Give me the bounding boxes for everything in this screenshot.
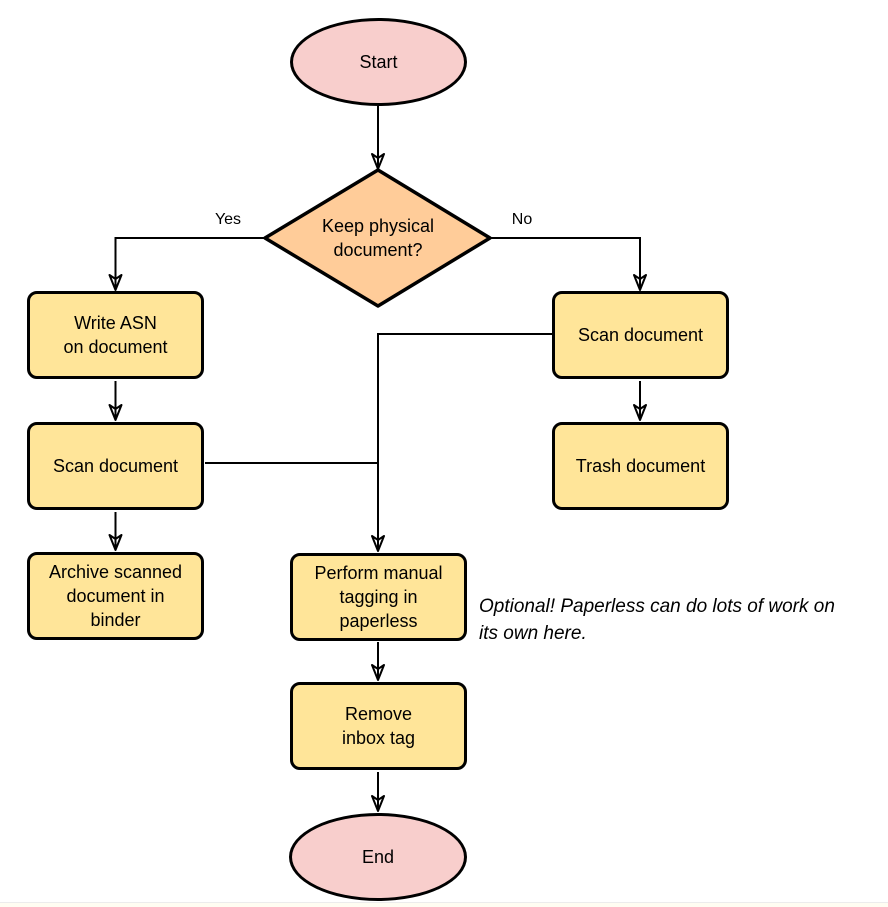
process-label: Scan document — [577, 325, 704, 345]
process-remove-inbox-tag: Remove inbox tag — [290, 682, 467, 770]
canvas-bottom-edge — [0, 902, 888, 903]
canvas-bottom-margin — [0, 903, 888, 907]
edge-label-no: No — [511, 211, 533, 228]
process-scan-document-left: Scan document — [27, 422, 204, 510]
start-label: Start — [359, 52, 398, 72]
end-terminal: End — [289, 813, 467, 901]
note-optional-paperless: Optional! Paperless can do lots of work … — [479, 596, 835, 644]
process-archive-scanned-document: Archive scanned document in binder — [27, 552, 204, 640]
process-label: Scan document — [52, 456, 179, 476]
start-terminal: Start — [290, 18, 467, 106]
process-label: Archive scanned document in binder — [48, 562, 183, 630]
process-label: Write ASN on document — [63, 313, 168, 357]
process-trash-document: Trash document — [552, 422, 729, 510]
edge-decision-yes-to-write-asn — [108, 237, 265, 291]
decision-keep-physical-document: Keep physical document? — [283, 207, 473, 269]
edge-scan-right-to-tagging — [371, 333, 553, 552]
decision-diamond-shape — [263, 168, 492, 308]
process-manual-tagging: Perform manual tagging in paperless — [290, 553, 467, 641]
process-label: Remove inbox tag — [341, 704, 416, 748]
edge-label-yes: Yes — [214, 211, 242, 228]
process-write-asn-on-document: Write ASN on document — [27, 291, 204, 379]
end-label: End — [361, 847, 395, 867]
decision-label: Keep physical document? — [321, 216, 435, 260]
process-scan-document-right: Scan document — [552, 291, 729, 379]
process-label: Perform manual tagging in paperless — [314, 563, 443, 631]
edge-decision-no-to-scan-right — [489, 237, 647, 291]
process-label: Trash document — [575, 456, 706, 476]
